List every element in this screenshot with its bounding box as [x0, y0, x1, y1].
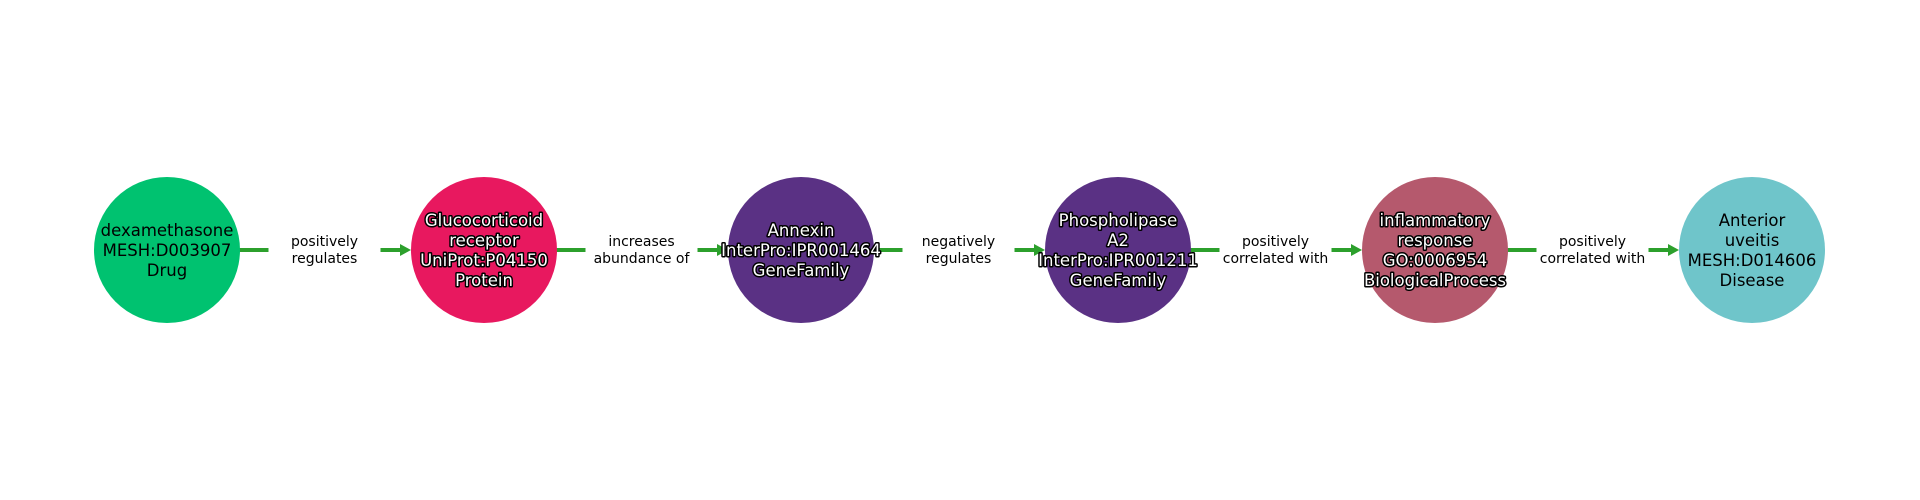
arrowhead-icon: [717, 244, 728, 256]
edge: [238, 244, 411, 256]
node-label-line: Drug: [147, 261, 187, 280]
edge: [555, 244, 728, 256]
edge-label-line: regulates: [292, 251, 358, 267]
node-circle[interactable]: [411, 177, 557, 323]
node-label-line: dexamethasone: [101, 221, 234, 240]
node-label-line: UniProt:P04150: [420, 251, 548, 270]
edge-label-line: abundance of: [594, 251, 691, 267]
node-label-line: MESH:D003907: [103, 241, 232, 260]
node-label-line: BiologicalProcess: [1364, 271, 1506, 290]
node-label-line: response: [1398, 231, 1473, 250]
edge: [1189, 244, 1362, 256]
edge-label-line: correlated with: [1223, 251, 1328, 267]
node-label-line: GO:0006954: [1383, 251, 1488, 270]
arrowhead-icon: [1668, 244, 1679, 256]
node-label-line: InterPro:IPR001211: [1038, 251, 1198, 270]
node-circle[interactable]: [1045, 177, 1191, 323]
arrowhead-icon: [400, 244, 411, 256]
edge: [1506, 244, 1679, 256]
node-label-line: uveitis: [1725, 231, 1780, 250]
edges-layer: [238, 244, 1679, 256]
node-label-line: inflammatory: [1380, 211, 1491, 230]
node-circle[interactable]: [94, 177, 240, 323]
node-label-line: Disease: [1720, 271, 1785, 290]
node-label-line: A2: [1107, 231, 1129, 250]
node-label-line: receptor: [449, 231, 519, 250]
node-label-line: MESH:D014606: [1688, 251, 1817, 270]
node-label-line: GeneFamily: [1070, 271, 1167, 290]
edge-label-line: positively: [291, 234, 358, 250]
node-label-line: Phospholipase: [1059, 211, 1178, 230]
edge-label-line: increases: [608, 234, 674, 250]
edge: [872, 244, 1045, 256]
node-label-line: Glucocorticoid: [425, 211, 543, 230]
node-label-line: GeneFamily: [753, 261, 850, 280]
node-circle[interactable]: [1679, 177, 1825, 323]
arrowhead-icon: [1034, 244, 1045, 256]
node-circle[interactable]: [1362, 177, 1508, 323]
node-label-line: Protein: [455, 271, 513, 290]
edge-label-line: positively: [1242, 234, 1309, 250]
edge-label-line: positively: [1559, 234, 1626, 250]
node-circle[interactable]: [728, 177, 874, 323]
arrowhead-icon: [1351, 244, 1362, 256]
node-label-line: Annexin: [768, 221, 835, 240]
edge-label-line: correlated with: [1540, 251, 1645, 267]
node-label-line: InterPro:IPR001464: [721, 241, 881, 260]
edge-label-line: negatively: [922, 234, 995, 250]
edge-label-line: regulates: [926, 251, 992, 267]
node-label-line: Anterior: [1719, 211, 1786, 230]
